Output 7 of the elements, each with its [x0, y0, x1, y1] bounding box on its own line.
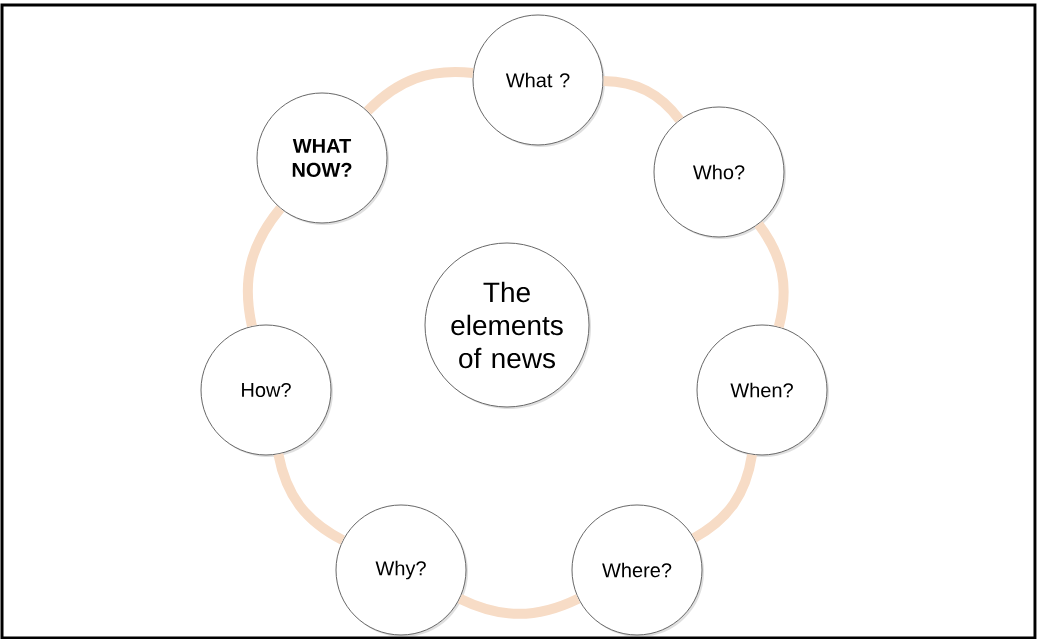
ring-connector: [242, 205, 285, 327]
ring-connector: [754, 221, 789, 328]
ring-connector: [273, 453, 346, 545]
ring-connector: [457, 594, 581, 619]
ring-connector: [603, 76, 684, 123]
ring-connector: [691, 453, 757, 543]
ring-connector: [364, 67, 474, 115]
